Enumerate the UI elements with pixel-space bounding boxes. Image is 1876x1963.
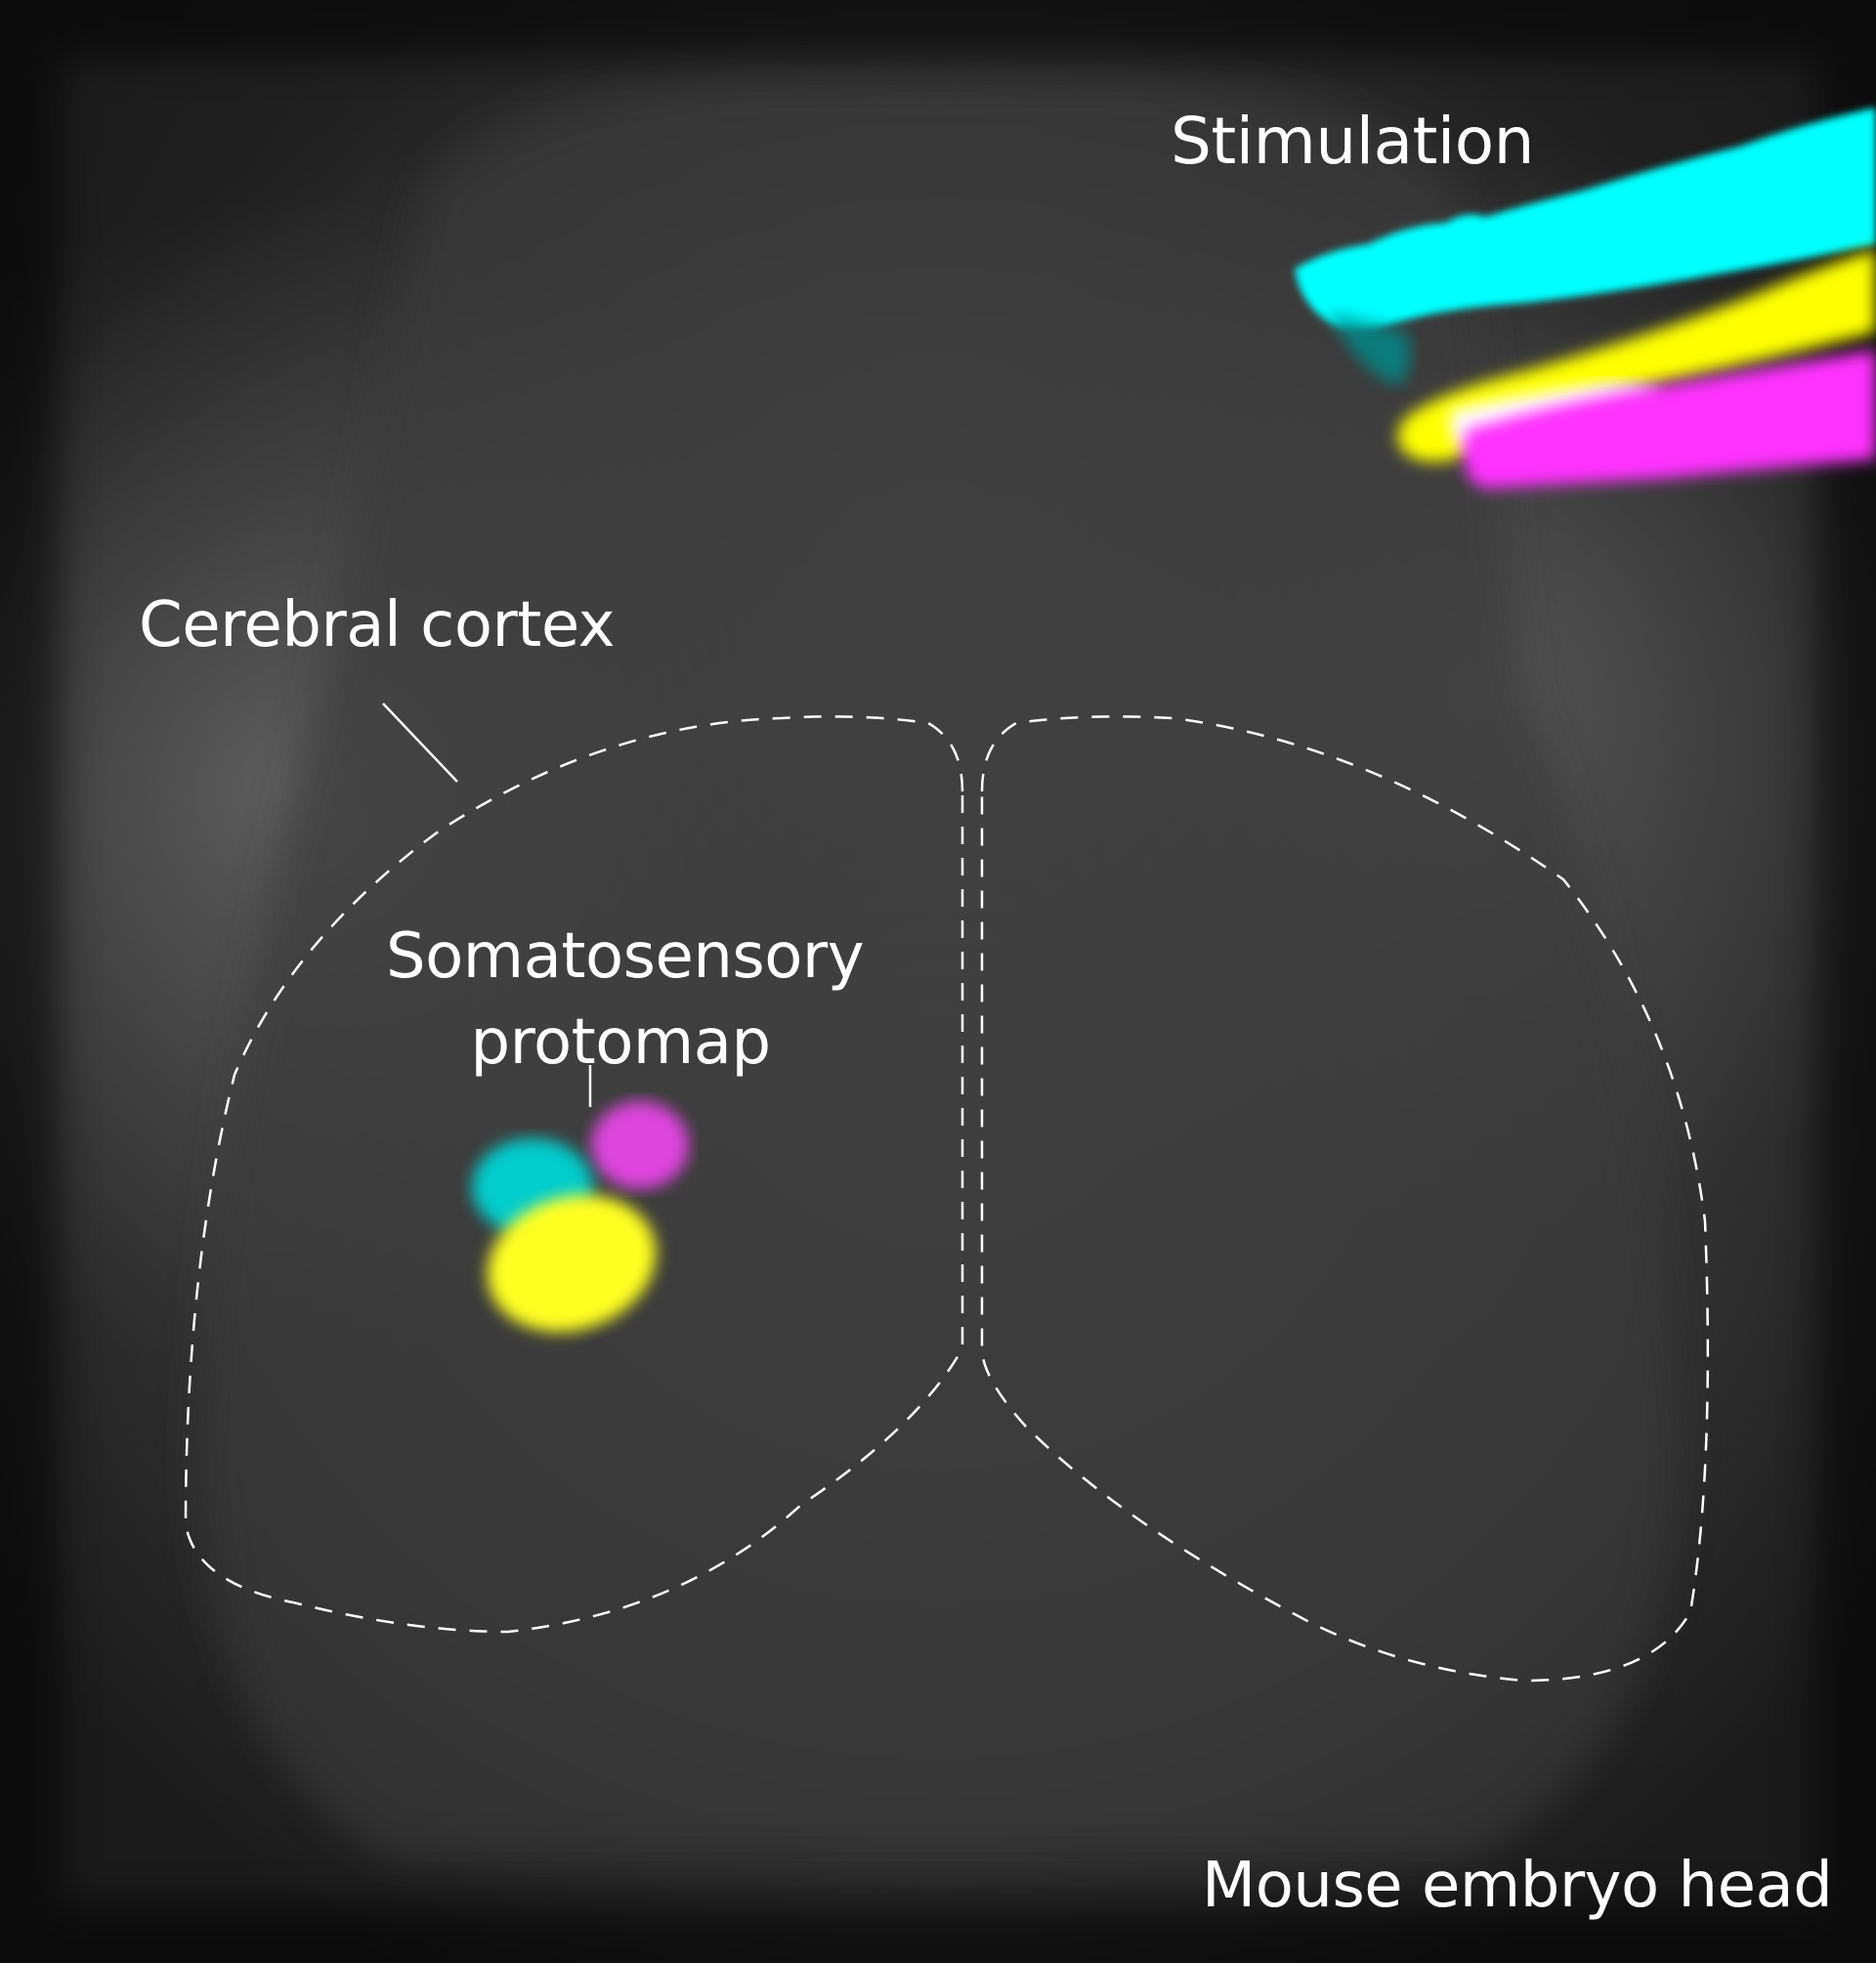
protomap-yellow-spot bbox=[487, 1194, 657, 1333]
cortex-leader-line bbox=[382, 703, 458, 783]
protomap-magenta-spot bbox=[591, 1101, 689, 1189]
somatosensory-protomap-label: Somatosensory protomap bbox=[386, 914, 865, 1086]
stimulation-cyan-stroke bbox=[1295, 107, 1876, 330]
specimen-label: Mouse embryo head bbox=[1202, 1850, 1833, 1922]
stimulation-cyan-scatter bbox=[1329, 313, 1411, 386]
somatosensory-label-line1: Somatosensory bbox=[386, 920, 865, 993]
left-hemisphere-outline bbox=[184, 715, 964, 1634]
right-hemisphere-outline bbox=[980, 715, 1710, 1683]
stimulation-label: Stimulation bbox=[1171, 104, 1534, 179]
stimulation-magenta-stroke bbox=[1463, 350, 1876, 489]
somatosensory-label-line2: protomap bbox=[470, 1006, 771, 1079]
cerebral-cortex-label: Cerebral cortex bbox=[139, 589, 616, 661]
